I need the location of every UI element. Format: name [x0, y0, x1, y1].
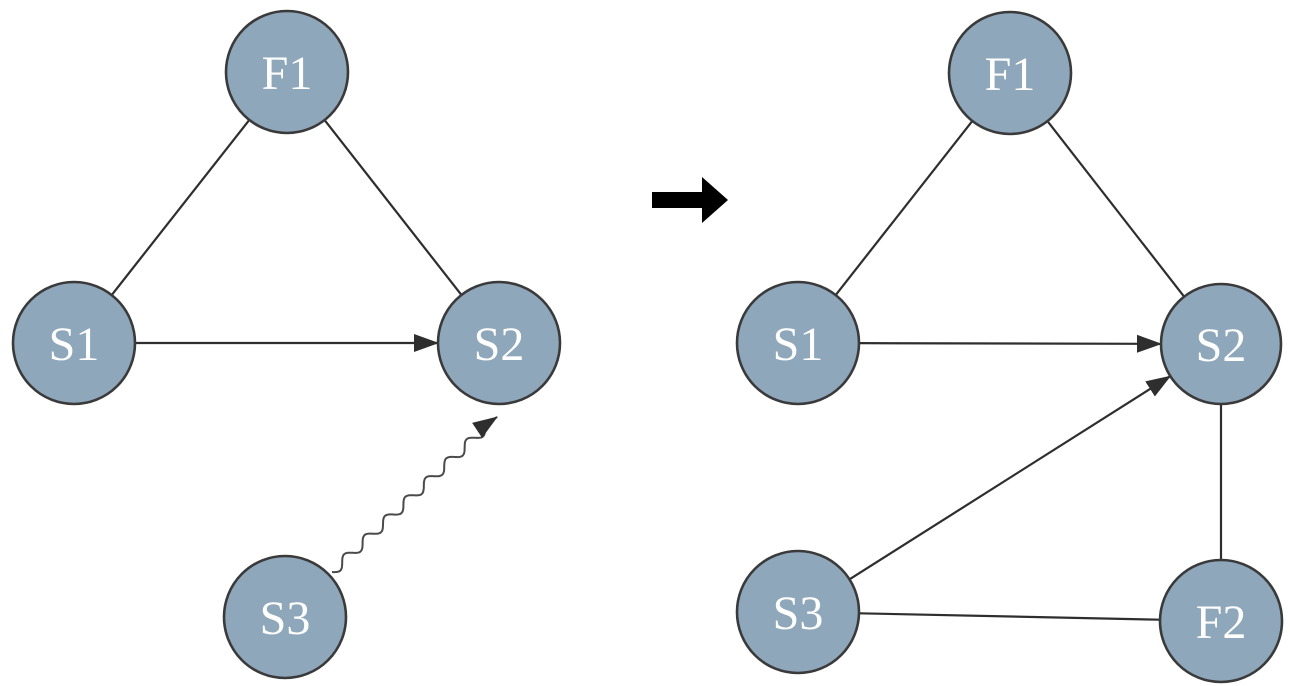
edge-after-S1-S2 — [858, 334, 1163, 353]
node-after-F1 — [947, 10, 1073, 136]
node-label-before-S2: S2 — [474, 318, 525, 371]
node-label-after-S3: S3 — [773, 587, 824, 640]
node-label-before-S3: S3 — [260, 592, 311, 645]
node-after-S3 — [735, 549, 861, 675]
node-label-after-F1: F1 — [985, 48, 1036, 101]
node-before-S1 — [11, 280, 137, 406]
node-after-S2 — [1159, 282, 1283, 406]
node-label-after-F2: F2 — [1196, 596, 1247, 649]
edge-after-F1-S1 — [834, 120, 974, 296]
edge-after-S3-F2 — [858, 612, 1161, 621]
node-before-S3 — [222, 554, 348, 680]
node-label-after-S2: S2 — [1196, 319, 1247, 372]
edge-before-F1-S2 — [323, 119, 463, 296]
transform-arrow-icon — [652, 177, 728, 223]
node-before-F1 — [224, 9, 350, 135]
node-after-S1 — [735, 280, 861, 406]
node-after-F2 — [1158, 558, 1284, 684]
edge-before-S3-S2-wavy — [331, 416, 498, 574]
edge-before-F1-S1 — [110, 119, 251, 296]
node-label-before-F1: F1 — [262, 47, 313, 100]
node-label-after-S1: S1 — [773, 318, 824, 371]
edge-after-S3-S2 — [848, 375, 1172, 581]
node-before-S2 — [436, 280, 562, 406]
node-label-before-S1: S1 — [49, 318, 100, 371]
edge-after-F1-S2 — [1046, 120, 1186, 298]
